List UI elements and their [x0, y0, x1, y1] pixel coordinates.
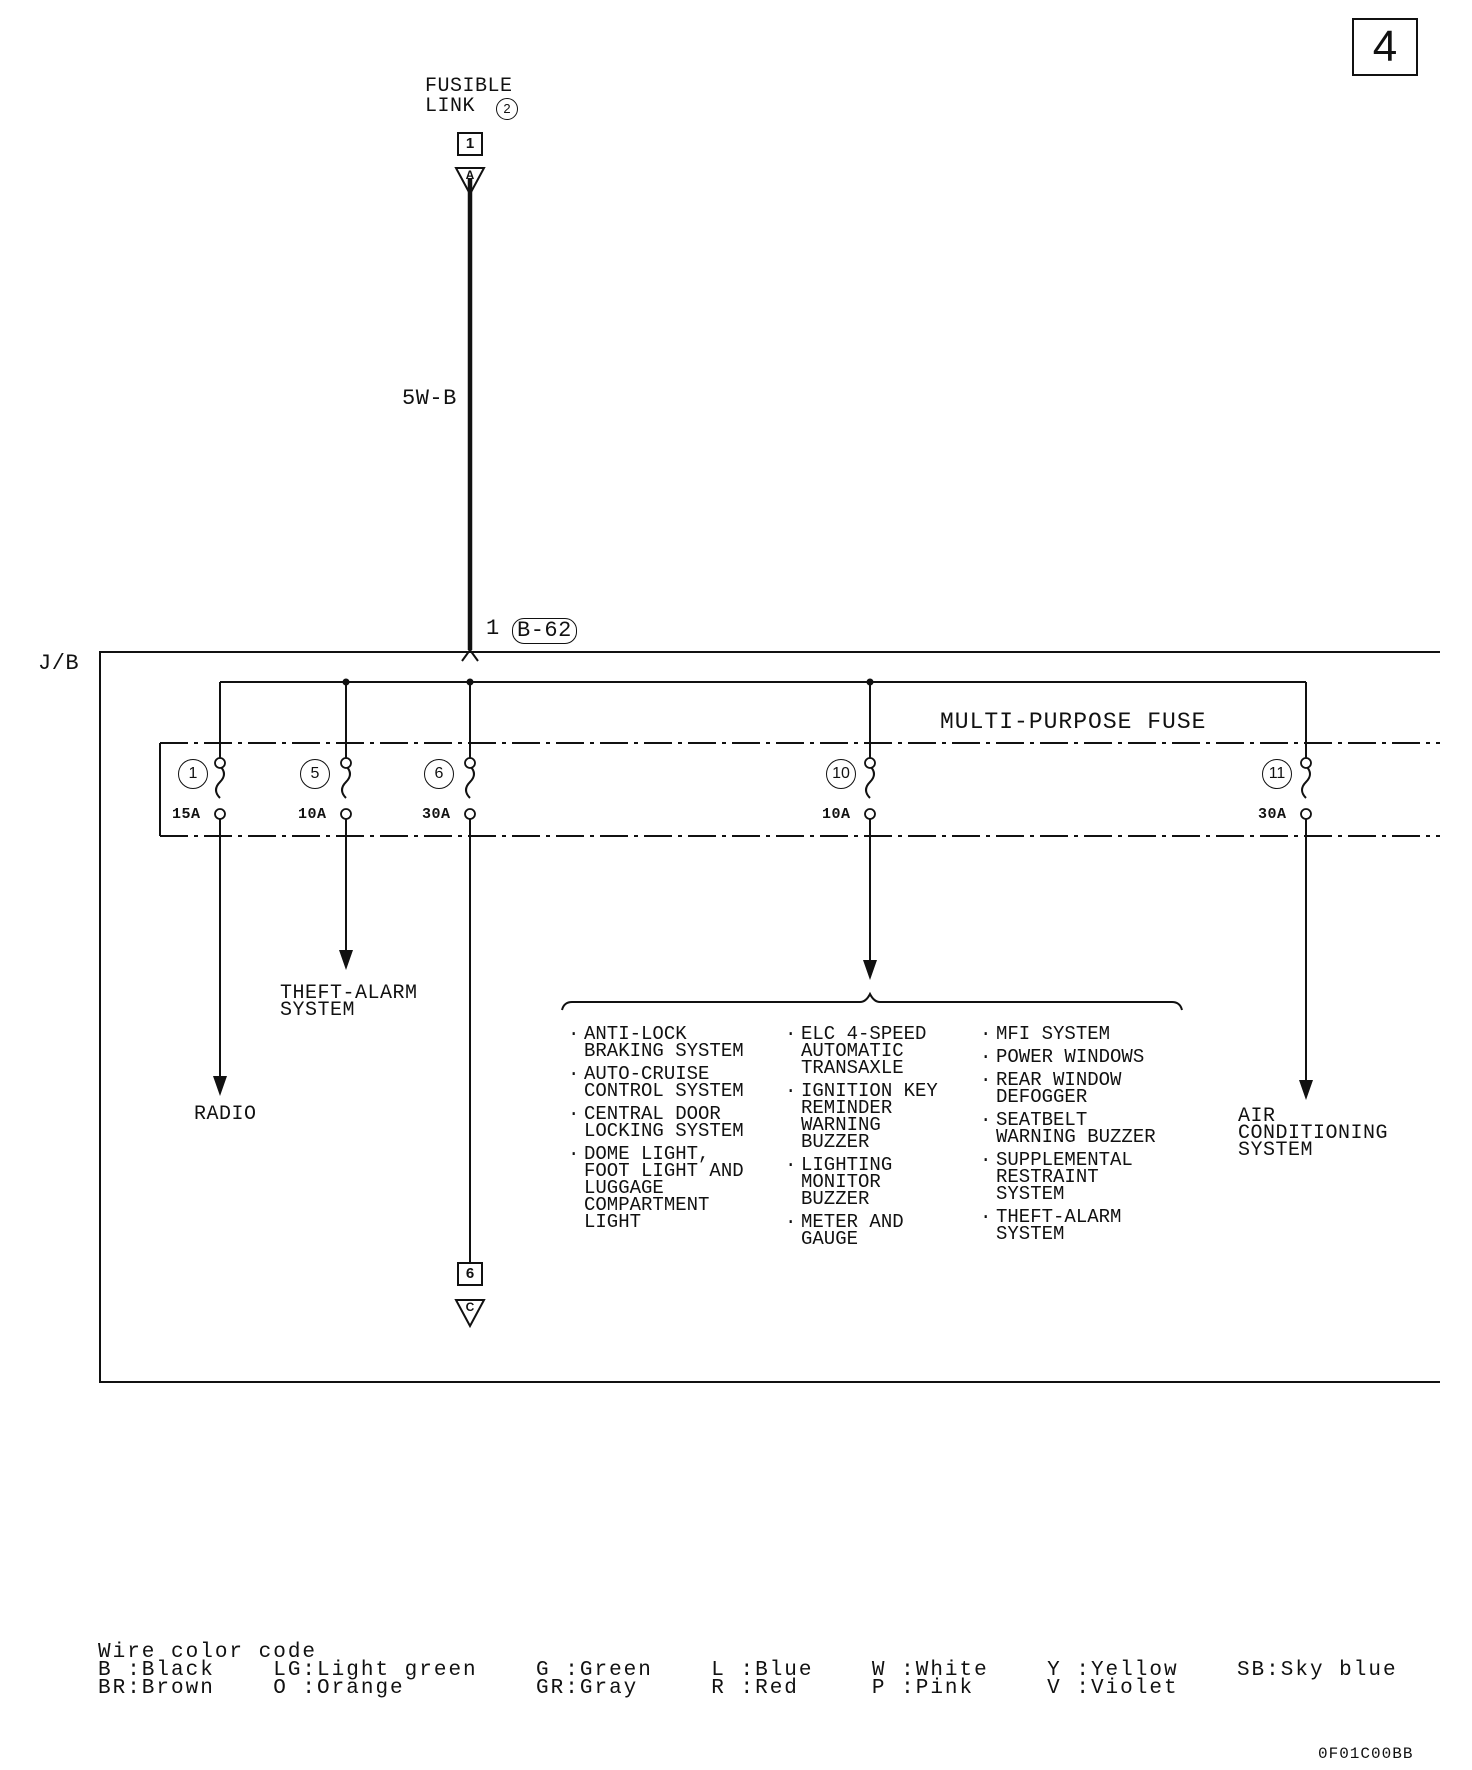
- output-terminal: 6: [457, 1262, 483, 1286]
- fuse-number: 6: [424, 759, 454, 789]
- system-item: SUPPLEMENTAL RESTRAINT SYSTEM: [978, 1151, 1156, 1204]
- junction-pin: 1: [486, 616, 500, 641]
- theft-alarm-load-label: THEFT-ALARM SYSTEM: [280, 982, 418, 1022]
- fuse-block-label: MULTI-PURPOSE FUSE: [940, 709, 1207, 735]
- system-item: AUTO-CRUISE CONTROL SYSTEM: [566, 1065, 744, 1101]
- figure-code: 0F01C00BB: [1318, 1745, 1414, 1763]
- systems-column-3: MFI SYSTEM POWER WINDOWS REAR WINDOW DEF…: [978, 1025, 1156, 1249]
- fusible-link-label-line1: FUSIBLE: [425, 75, 513, 98]
- system-item: IGNITION KEY REMINDER WARNING BUZZER: [783, 1082, 938, 1152]
- system-item: DOME LIGHT, FOOT LIGHT AND LUGGAGE COMPA…: [566, 1145, 744, 1232]
- system-item: MFI SYSTEM: [978, 1025, 1156, 1044]
- systems-column-2: ELC 4-SPEED AUTOMATIC TRANSAXLE IGNITION…: [783, 1025, 938, 1254]
- fusible-link-label-line2: LINK: [425, 95, 476, 118]
- fuse-number: 1: [178, 759, 208, 789]
- system-item: ANTI-LOCK BRAKING SYSTEM: [566, 1025, 744, 1061]
- fuse-number: 10: [826, 759, 856, 789]
- fusible-link-number: 2: [496, 98, 518, 120]
- fuse-rating: 10A: [298, 806, 327, 823]
- connector-c-label: C: [465, 1300, 475, 1314]
- fuse-rating: 30A: [422, 806, 451, 823]
- legend-title: Wire color code: [98, 1641, 318, 1664]
- junction-connector: B-62: [512, 618, 577, 644]
- legend-row-1: B :Black LG:Light green G :Green L :Blue…: [98, 1659, 1398, 1682]
- fuse-rating: 30A: [1258, 806, 1287, 823]
- system-item: LIGHTING MONITOR BUZZER: [783, 1156, 938, 1209]
- system-item: ELC 4-SPEED AUTOMATIC TRANSAXLE: [783, 1025, 938, 1078]
- fuse-number: 11: [1262, 759, 1292, 789]
- system-item: THEFT-ALARM SYSTEM: [978, 1208, 1156, 1244]
- air-conditioning-load-label: AIR CONDITIONING SYSTEM: [1238, 1105, 1389, 1162]
- radio-load-label: RADIO: [194, 1103, 257, 1126]
- fuse-rating: 10A: [822, 806, 851, 823]
- legend-row-2: BR:Brown O :Orange GR:Gray R :Red P :Pin…: [98, 1677, 1179, 1700]
- system-item: CENTRAL DOOR LOCKING SYSTEM: [566, 1105, 744, 1141]
- wire-label: 5W-B: [402, 386, 457, 411]
- system-item: METER AND GAUGE: [783, 1213, 938, 1249]
- fusible-link-terminal: 1: [457, 132, 483, 156]
- systems-column-1: ANTI-LOCK BRAKING SYSTEM AUTO-CRUISE CON…: [566, 1025, 744, 1237]
- fuse-number: 5: [300, 759, 330, 789]
- jb-label: J/B: [38, 651, 80, 676]
- system-item: REAR WINDOW DEFOGGER: [978, 1071, 1156, 1107]
- page-number-box: 4: [1352, 18, 1418, 76]
- connector-a-label: A: [465, 168, 475, 182]
- system-item: SEATBELT WARNING BUZZER: [978, 1111, 1156, 1147]
- fuse-rating: 15A: [172, 806, 201, 823]
- system-item: POWER WINDOWS: [978, 1048, 1156, 1067]
